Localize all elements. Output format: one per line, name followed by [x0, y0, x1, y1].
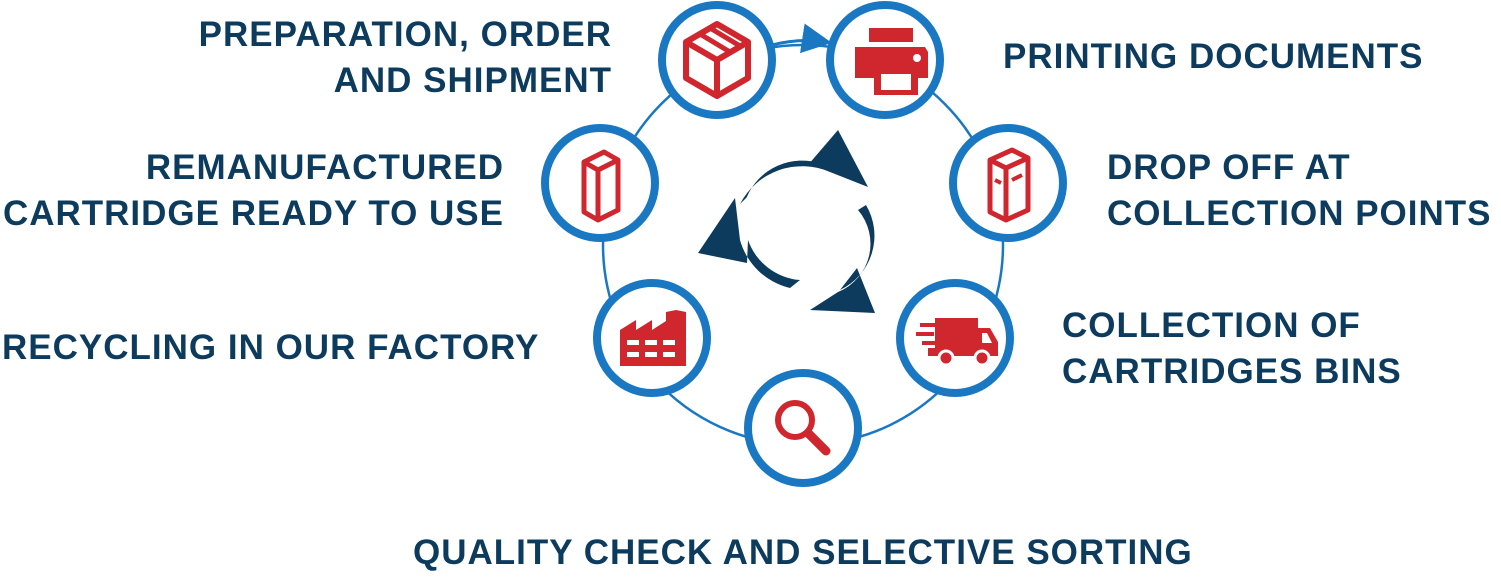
step-label-recycling: RECYCLING IN OUR FACTORY	[2, 328, 540, 367]
label-line: REMANUFACTURED	[145, 148, 504, 187]
flow-arrow	[771, 23, 832, 54]
printer-icon	[855, 28, 928, 95]
label-line: CARTRIDGES BINS	[1062, 352, 1402, 391]
step-label-drop-off: DROP OFF AT COLLECTION POINTS	[1107, 145, 1492, 237]
collection-box-icon	[987, 147, 1031, 223]
recycle-arrows-icon	[698, 130, 875, 313]
label-line: PREPARATION, ORDER	[198, 15, 612, 54]
factory-icon	[620, 310, 686, 366]
label-line: AND SHIPMENT	[333, 61, 612, 100]
step-label-printing: PRINTING DOCUMENTS	[1003, 37, 1424, 76]
step-label-remanufactured: REMANUFACTURED CARTRIDGE READY TO USE	[3, 145, 504, 237]
box-icon	[683, 21, 751, 99]
step-label-preparation: PREPARATION, ORDER AND SHIPMENT	[199, 12, 612, 104]
label-line: CARTRIDGE READY TO USE	[2, 194, 504, 233]
magnifier-icon	[775, 400, 831, 456]
step-label-quality: QUALITY CHECK AND SELECTIVE SORTING	[413, 533, 1193, 572]
label-line: DROP OFF AT	[1107, 148, 1351, 187]
step-label-collection: COLLECTION OF CARTRIDGES BINS	[1062, 303, 1402, 395]
delivery-truck-icon	[916, 318, 998, 367]
cartridge-icon	[581, 149, 621, 223]
label-line: COLLECTION OF	[1062, 306, 1361, 345]
step-node-quality	[744, 369, 862, 487]
label-line: COLLECTION POINTS	[1107, 194, 1492, 233]
